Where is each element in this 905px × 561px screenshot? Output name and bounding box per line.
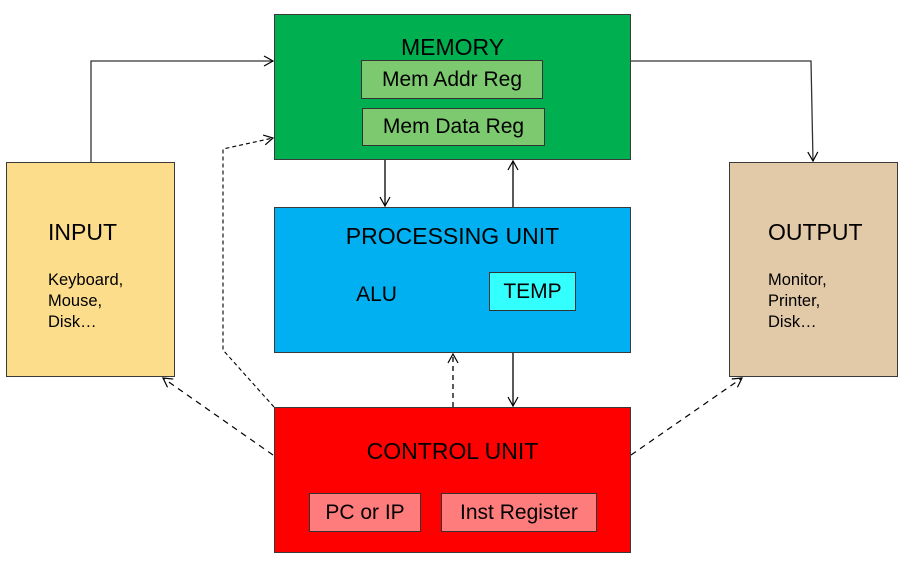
mem-data-reg-label: Mem Data Reg [382,115,525,138]
control-unit-title: CONTROL UNIT [366,438,539,464]
mem-data-reg: Mem Data Reg [362,108,545,146]
inst-register-label: Inst Register [460,500,578,524]
input-block: INPUT Keyboard, Mouse, Disk… [6,162,175,377]
inst-register: Inst Register [441,493,597,532]
input-device-item: Disk… [48,313,97,331]
temp-register-label: TEMP [503,279,562,303]
output-device-item: Disk… [768,313,817,331]
arrow-control-to-output [630,377,744,456]
input-title: INPUT [48,219,117,245]
processing-unit-block: PROCESSING UNIT [274,207,631,353]
output-device-item: Monitor, [768,271,827,289]
output-title: OUTPUT [768,219,863,245]
arrow-memory-to-output [631,60,819,163]
pc-register-label: PC or IP [325,500,405,524]
arrow-control-to-memory [222,134,275,408]
output-devices-list: Monitor, Printer, Disk… [768,270,827,333]
arrow-control-to-input [161,377,274,456]
alu-label: ALU [356,283,397,306]
mem-addr-reg-label: Mem Addr Reg [381,67,523,91]
processing-unit-title: PROCESSING UNIT [345,223,560,249]
arrow-input-to-memory [90,55,275,162]
input-device-item: Keyboard, [48,271,124,289]
memory-title: MEMORY [400,34,505,60]
input-devices-list: Keyboard, Mouse, Disk… [48,270,123,333]
input-device-item: Mouse, [48,292,103,310]
temp-register: TEMP [489,272,576,311]
output-device-item: Printer, [768,292,821,310]
output-block: OUTPUT Monitor, Printer, Disk… [729,162,898,377]
mem-addr-reg: Mem Addr Reg [361,60,543,99]
pc-register: PC or IP [309,493,421,532]
